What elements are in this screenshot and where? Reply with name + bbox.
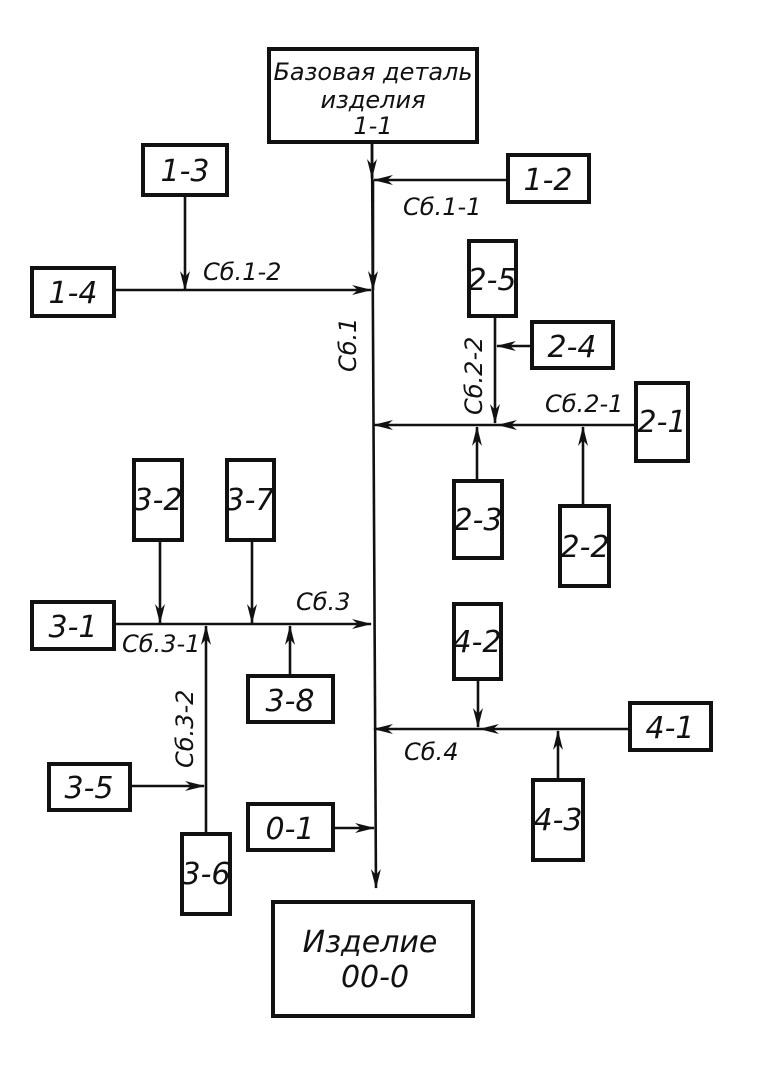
node-3-7[interactable]: 3-7 (225, 458, 276, 542)
node-3-1-label: 3-1 (49, 610, 98, 645)
product-line2: 00-0 (341, 960, 409, 995)
node-1-2[interactable]: 1-2 (506, 153, 591, 204)
node-1-4-label: 1-4 (49, 276, 98, 311)
node-2-2[interactable]: 2-2 (558, 504, 611, 588)
node-3-2-label: 3-2 (134, 483, 183, 518)
node-3-5-label: 3-5 (65, 771, 114, 806)
base-part-line3: 1-1 (353, 112, 392, 140)
product-node[interactable]: Изделие 00-0 (271, 900, 475, 1018)
node-3-7-label: 3-7 (226, 483, 275, 518)
node-3-6[interactable]: 3-6 (180, 832, 232, 916)
node-0-1[interactable]: 0-1 (246, 802, 335, 852)
node-4-3-label: 4-3 (534, 803, 583, 838)
node-4-1[interactable]: 4-1 (628, 701, 713, 752)
base-part-line1: Базовая деталь (273, 58, 472, 86)
node-3-2[interactable]: 3-2 (132, 458, 184, 542)
node-4-2[interactable]: 4-2 (452, 602, 503, 681)
node-2-4-label: 2-4 (548, 330, 597, 365)
node-3-1[interactable]: 3-1 (30, 600, 116, 651)
node-1-4[interactable]: 1-4 (30, 266, 116, 318)
node-2-2-label: 2-2 (561, 530, 610, 565)
node-4-1-label: 4-1 (646, 711, 695, 746)
node-2-4[interactable]: 2-4 (530, 320, 615, 370)
node-2-1[interactable]: 2-1 (634, 381, 690, 463)
node-2-5[interactable]: 2-5 (467, 239, 518, 318)
node-3-6-label: 3-6 (182, 857, 231, 892)
label-sb3: Сб.3 (296, 588, 350, 616)
node-2-3-label: 2-3 (454, 503, 503, 538)
node-3-8-label: 3-8 (266, 684, 315, 719)
base-part-node[interactable]: Базовая деталь изделия 1-1 (267, 47, 479, 144)
node-2-1-label: 2-1 (638, 405, 687, 440)
base-part-line2: изделия (320, 86, 425, 114)
node-3-8[interactable]: 3-8 (246, 674, 335, 724)
label-sb2-1: Сб.2-1 (545, 390, 623, 418)
node-2-3[interactable]: 2-3 (452, 479, 504, 560)
node-0-1-label: 0-1 (266, 812, 315, 847)
node-4-2-label: 4-2 (453, 625, 502, 660)
label-sb4: Сб.4 (404, 738, 458, 766)
node-4-3[interactable]: 4-3 (531, 778, 585, 862)
label-sb1-2: Сб.1-2 (203, 258, 281, 286)
product-line1: Изделие (303, 925, 438, 960)
label-sb3-2: Сб.3-2 (171, 690, 199, 768)
node-2-5-label: 2-5 (468, 263, 517, 298)
node-3-5[interactable]: 3-5 (47, 762, 132, 812)
node-1-2-label: 1-2 (524, 163, 573, 198)
label-sb1-1: Сб.1-1 (403, 193, 481, 221)
label-sb2-2: Сб.2-2 (460, 337, 488, 415)
label-sb1: Сб.1 (334, 318, 362, 372)
node-1-3-label: 1-3 (161, 154, 210, 189)
node-1-3[interactable]: 1-3 (141, 143, 229, 197)
label-sb3-1: Сб.3-1 (122, 630, 200, 658)
